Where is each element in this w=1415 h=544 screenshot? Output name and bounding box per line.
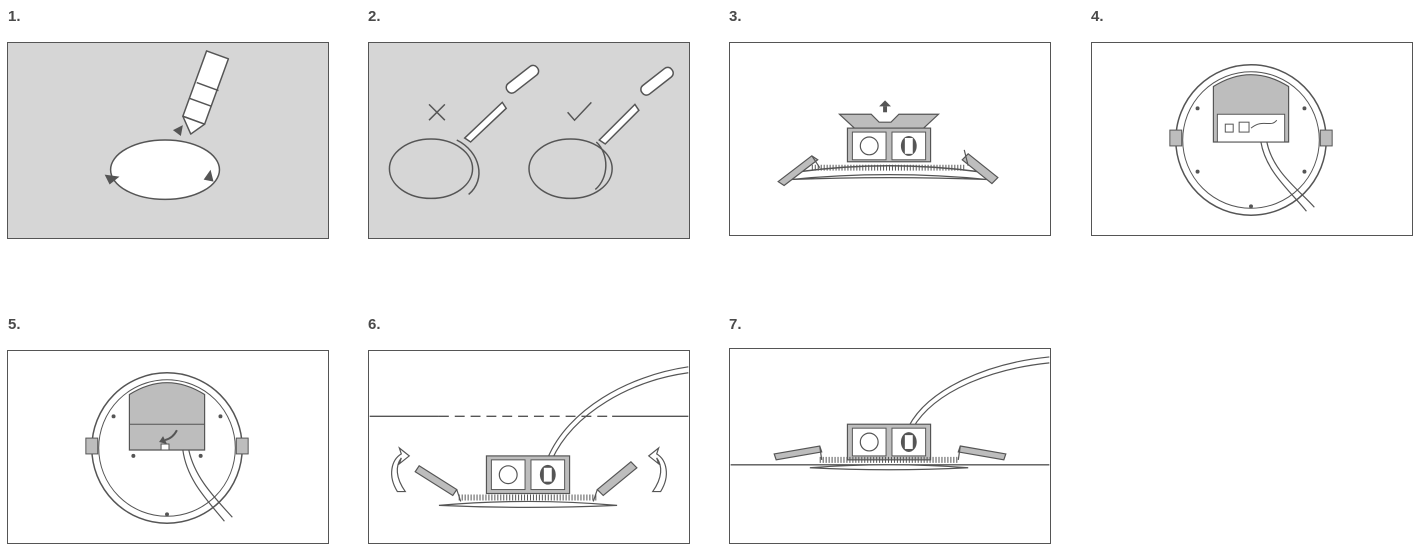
junction-box-closed: [128, 382, 206, 451]
step-3-label: 3.: [729, 8, 742, 25]
supply-cable: [551, 372, 689, 461]
spring-clip-right: [1319, 129, 1333, 147]
screw: [1302, 169, 1307, 174]
installed-fixture-illustration: [730, 356, 1050, 471]
panel-rim: [438, 500, 618, 508]
spring-clip-left: [414, 464, 462, 502]
rotate-arrow-icon: [104, 174, 120, 185]
step-2-label: 2.: [368, 8, 381, 25]
spring-clip-left: [773, 445, 823, 461]
screw: [111, 414, 116, 419]
knife-icon: [463, 64, 540, 143]
supply-cable: [1260, 141, 1307, 212]
screw: [198, 453, 203, 458]
cover-latch: [160, 443, 170, 451]
terminal-block: [1224, 123, 1234, 133]
step-1-label: 1.: [8, 8, 21, 25]
check-icon: [567, 101, 592, 122]
cut-hole-illustration: [388, 64, 674, 200]
pencil-icon: [182, 50, 230, 135]
cable-connector-slot: [904, 138, 913, 154]
knockout-left: [490, 459, 526, 491]
spring-clip-left: [1169, 129, 1183, 147]
screw: [1195, 106, 1200, 111]
incorrect-cut-outline: [388, 138, 474, 200]
close-cover-illustration: [85, 372, 249, 524]
step-7-panel: [729, 348, 1051, 544]
arrow-up-icon: [879, 100, 891, 113]
junction-box-lid: [838, 113, 941, 129]
screw: [1302, 106, 1307, 111]
insert-into-ceiling-illustration: [369, 366, 689, 508]
cutout-outline: [109, 139, 221, 201]
curved-arrow-head: [159, 436, 168, 445]
cross-icon: [428, 103, 446, 121]
knockout-left: [851, 427, 887, 457]
supply-cable: [912, 362, 1050, 429]
step-6-label: 6.: [368, 316, 381, 333]
spring-clip-right: [235, 437, 249, 455]
supply-cable: [908, 356, 1050, 427]
step-3-panel: [729, 42, 1051, 236]
internal-wire: [1250, 119, 1278, 129]
open-junction-box-illustration: [777, 100, 999, 187]
cable-connector-slot: [543, 467, 552, 482]
terminal-block: [1238, 121, 1250, 133]
spring-clip-right: [961, 149, 999, 185]
incorrect-cut-path: [456, 139, 480, 196]
step-7-label: 7.: [729, 316, 742, 333]
spring-clip-left: [777, 155, 821, 187]
knockout-left: [851, 131, 887, 161]
spring-clip-right: [957, 445, 1007, 461]
screw: [218, 414, 223, 419]
panel-rim: [789, 174, 989, 181]
correct-cut-path: [594, 141, 607, 191]
screw: [1195, 169, 1200, 174]
step-4-label: 4.: [1091, 8, 1104, 25]
screw: [131, 453, 136, 458]
rotate-arrow-icon: [647, 446, 667, 493]
knockout-circle: [859, 136, 879, 156]
rotate-arrow-icon: [172, 125, 183, 137]
supply-cable: [547, 366, 689, 459]
step-5-panel: [7, 350, 329, 544]
knockout-circle: [859, 432, 879, 452]
screw: [165, 512, 169, 517]
step-6-panel: [368, 350, 690, 544]
knockout-circle: [498, 465, 518, 485]
step-4-panel: [1091, 42, 1413, 236]
screw: [1249, 204, 1253, 209]
knife-icon: [598, 66, 674, 145]
panel-rim: [809, 464, 969, 471]
supply-cable: [182, 449, 225, 522]
mark-outline-illustration: [104, 50, 230, 201]
spring-clip-left: [85, 437, 99, 455]
step-1-panel: [7, 42, 329, 239]
step-2-panel: [368, 42, 690, 239]
rotate-arrow-icon: [203, 169, 214, 182]
rotate-arrow-icon: [391, 446, 411, 493]
supply-cable: [188, 449, 233, 518]
supply-cable: [1266, 141, 1315, 208]
step-5-label: 5.: [8, 316, 21, 333]
spring-clip-right: [592, 461, 638, 502]
wiring-illustration: [1169, 64, 1333, 216]
cable-connector-slot: [904, 435, 913, 449]
correct-cut-outline: [528, 138, 613, 200]
curved-arrow-icon: [164, 429, 178, 442]
